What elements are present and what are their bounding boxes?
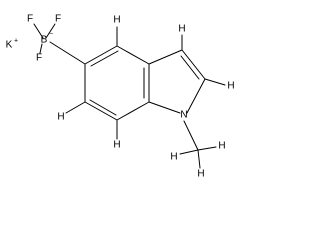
atom-label-F2: F <box>55 14 61 25</box>
atom-label-N: N <box>180 110 187 121</box>
atom-label-B: B <box>41 35 48 46</box>
bond-CH3-Hright <box>197 146 217 151</box>
atom-label-F3: F <box>36 53 42 64</box>
bond-C4-C3a <box>116 45 150 65</box>
atom-label-H-methyl-left: H <box>170 152 177 163</box>
atom-label-F1: F <box>27 14 33 25</box>
potassium-plus-charge: + <box>14 38 18 45</box>
bond-C7-C6 <box>84 101 118 121</box>
atom-label-H-C7: H <box>113 140 120 151</box>
bond-B-C5 <box>49 41 86 65</box>
bond-CH3-Hleft <box>179 149 199 155</box>
atom-label-H-C2: H <box>227 81 234 92</box>
atom-label-H-C3: H <box>178 24 185 35</box>
bond-C5-C4-inner <box>90 50 119 67</box>
bond-CH3-Hbottom <box>197 149 201 169</box>
bond-C3a-C3 <box>148 49 183 65</box>
structure-diagram: F F F B − K + N H H H H H H H H <box>6 14 235 180</box>
bond-C2-N <box>186 78 206 114</box>
bond-B-F3 <box>39 43 43 54</box>
atom-label-H-C6: H <box>57 112 64 123</box>
boron-minus-charge: − <box>49 31 53 38</box>
bond-N-C7a <box>148 101 181 114</box>
bond-C7-C6-inner <box>89 99 117 116</box>
bond-C5-C4 <box>84 45 118 65</box>
atom-label-K: K <box>6 40 13 51</box>
bond-C3-C2-inner <box>180 55 200 80</box>
bond-N-CH3 <box>183 120 199 151</box>
atom-label-layer: F F F B − K + N H H H H H H H H <box>6 14 235 180</box>
bond-C2-H <box>204 78 226 86</box>
atom-label-H-methyl-bottom: H <box>197 169 204 180</box>
bond-C6-H <box>65 101 86 114</box>
bond-layer <box>33 23 226 169</box>
atom-label-H-methyl-right: H <box>218 141 225 152</box>
bond-C7a-C7 <box>116 101 150 121</box>
bond-B-F1 <box>33 23 44 39</box>
bond-C3-C2 <box>181 49 206 80</box>
bond-B-F2 <box>45 23 56 39</box>
atom-label-H-C4: H <box>113 15 120 26</box>
